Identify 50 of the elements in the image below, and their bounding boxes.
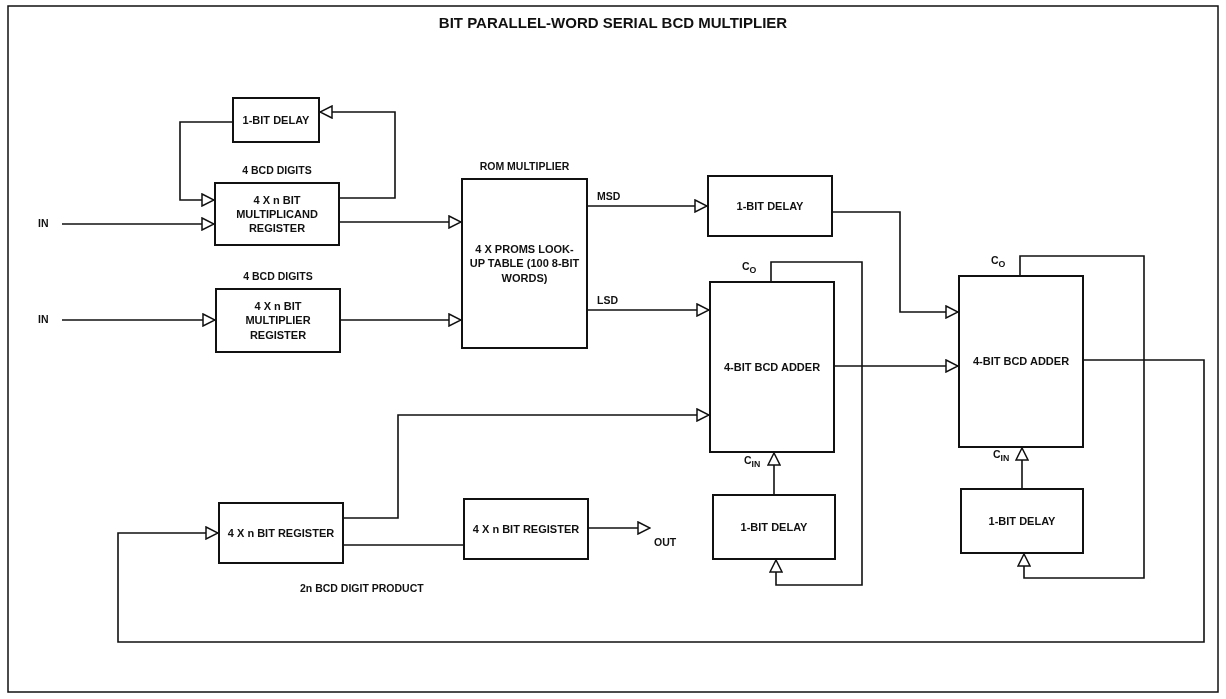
arrow [834,359,959,373]
arrow [587,303,710,317]
block-box [463,498,589,560]
pin-label: C$_{O}$ [991,254,1006,270]
arrow [1017,255,1145,579]
arrow [588,521,651,535]
arrow [832,211,959,319]
arrow [61,313,216,327]
block-box [232,97,320,143]
arrow [61,217,215,231]
block-heading: 4 BCD DIGITS [243,270,313,282]
arrow [767,452,781,495]
arrow [1015,447,1029,489]
arrow [319,105,396,199]
diagram-title: BIT PARALLEL-WORD SERIAL BCD MULTIPLIER [438,14,788,31]
block-label: 1-BIT DELAY [987,513,1057,529]
block-box [707,175,833,237]
arrow [340,313,462,327]
arrow [179,121,233,207]
block-label: 4 X PROMS LOOK-UP TABLE (100 8-BIT WORDS) [468,242,581,286]
block-label: 4 X n BIT MULTIPLIER REGISTER [244,299,312,343]
block-label: 1-BIT DELAY [735,198,805,214]
edge-label: OUT [652,536,679,548]
block-box [709,281,835,453]
block-box [712,494,836,560]
pin-label: C$_{IN}$ [993,448,1010,464]
block-label: 4 X n BIT REGISTER [471,521,581,537]
edge-label: IN [36,313,51,325]
block-label: 1-BIT DELAY [241,112,311,128]
arrow [769,261,863,586]
block-label: 4-BIT BCD ADDER [971,354,1071,370]
arrow [339,215,462,229]
block-label: 4 X n BIT REGISTER [226,525,336,541]
edge-label: IN [36,217,51,229]
edge-label: LSD [595,294,620,306]
arrow [117,359,1205,643]
block-heading: ROM MULTIPLIER [479,160,570,172]
block-box [958,275,1084,448]
note-label: 2n BCD DIGIT PRODUCT [300,582,424,594]
block-box [218,502,344,564]
pin-label: C$_{O}$ [742,260,757,276]
edge-label: MSD [595,190,623,202]
pin-label: C$_{IN}$ [744,454,761,470]
block-label: 4 X n BIT MULTIPLICAND REGISTER [235,192,319,237]
arrow [587,199,708,213]
block-box [960,488,1084,554]
block-heading: 4 BCD DIGITS [242,164,312,176]
arrow [343,408,710,519]
block-label: 1-BIT DELAY [739,519,809,535]
block-label: 4-BIT BCD ADDER [722,359,822,375]
